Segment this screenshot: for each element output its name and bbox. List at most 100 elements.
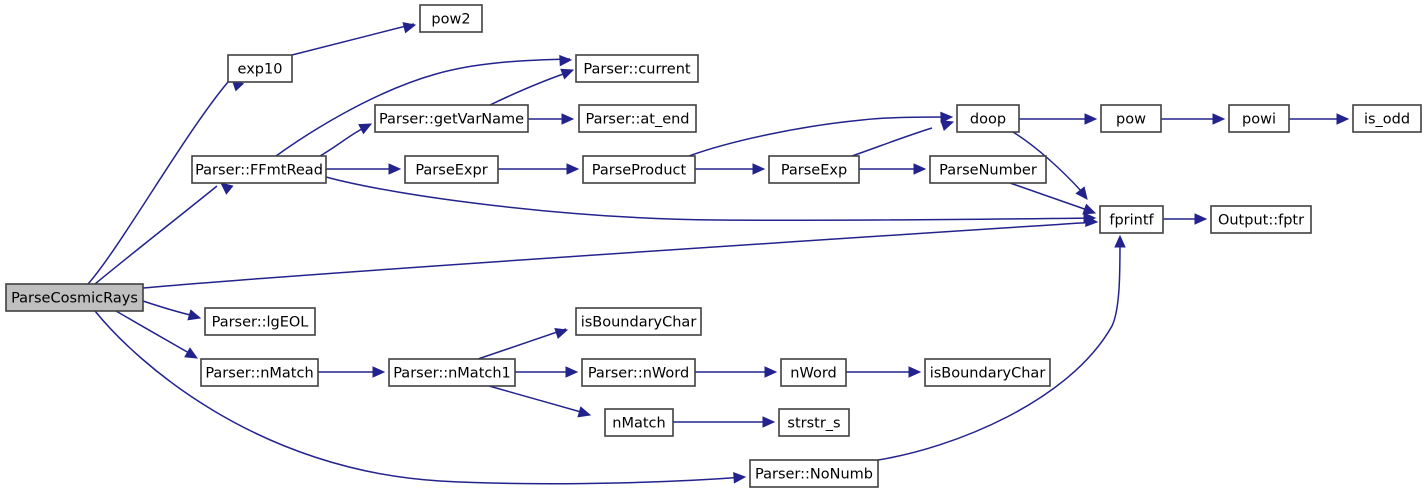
call-edge — [877, 239, 1121, 461]
node-box[interactable] — [191, 155, 327, 184]
node-box[interactable] — [575, 307, 702, 336]
graph-node-powi[interactable]: powi — [1228, 104, 1290, 133]
call-edge — [489, 70, 573, 106]
node-box[interactable] — [200, 358, 319, 387]
graph-node-at_end[interactable]: Parser::at_end — [578, 104, 697, 133]
graph-node-nWordP[interactable]: Parser::nWord — [581, 358, 696, 387]
graph-node-is_odd[interactable]: is_odd — [1352, 104, 1422, 133]
call-edge — [488, 385, 589, 415]
node-box[interactable] — [404, 155, 499, 184]
graph-node-pow[interactable]: pow — [1100, 104, 1162, 133]
node-box[interactable] — [1352, 104, 1422, 133]
arrowhead-icon — [565, 366, 579, 378]
node-box[interactable] — [578, 104, 697, 133]
graph-node-ParseExp[interactable]: ParseExp — [768, 155, 860, 184]
arrowhead-icon — [908, 366, 922, 378]
graph-node-isBoundaryChar1[interactable]: isBoundaryChar — [575, 307, 702, 336]
arrowhead-icon — [402, 22, 417, 34]
graph-node-pow2[interactable]: pow2 — [419, 4, 483, 33]
node-box[interactable] — [419, 4, 483, 33]
node-box[interactable] — [778, 408, 850, 437]
arrowhead-icon — [1212, 113, 1226, 125]
call-edge — [1012, 131, 1083, 193]
graph-node-lgEOL[interactable]: Parser::lgEOL — [204, 307, 316, 336]
graph-node-nMatchP[interactable]: Parser::nMatch — [200, 358, 319, 387]
node-box[interactable] — [604, 408, 674, 437]
node-box[interactable] — [929, 155, 1047, 184]
node-box[interactable] — [581, 358, 696, 387]
node-box[interactable] — [1228, 104, 1290, 133]
call-edge — [291, 23, 415, 56]
arrowhead-icon — [388, 163, 402, 175]
node-box[interactable] — [575, 54, 699, 83]
arrowhead-icon — [554, 328, 569, 340]
graph-node-doop[interactable]: doop — [956, 104, 1020, 133]
node-box[interactable] — [388, 358, 516, 387]
arrowhead-icon — [187, 309, 202, 321]
node-box[interactable] — [768, 155, 860, 184]
arrowhead-icon — [372, 366, 386, 378]
arrowhead-icon — [1075, 186, 1088, 200]
graph-node-strstr_s[interactable]: strstr_s — [778, 408, 850, 437]
node-box[interactable] — [780, 358, 847, 387]
arrowhead-icon — [560, 68, 575, 80]
graph-node-nMatch1[interactable]: Parser::nMatch1 — [388, 358, 516, 387]
graph-node-ParseExpr[interactable]: ParseExpr — [404, 155, 499, 184]
graph-node-getVarName[interactable]: Parser::getVarName — [374, 104, 529, 133]
graph-node-ParseNumber[interactable]: ParseNumber — [929, 155, 1047, 184]
arrowhead-icon — [1114, 234, 1126, 248]
graph-node-exp10[interactable]: exp10 — [227, 54, 293, 83]
node-box[interactable] — [374, 104, 529, 133]
node-box[interactable] — [582, 155, 696, 184]
node-box[interactable] — [5, 283, 144, 312]
arrowhead-icon — [1194, 213, 1208, 225]
call-edge — [851, 127, 933, 157]
arrowhead-icon — [220, 182, 234, 195]
node-box[interactable] — [1100, 104, 1162, 133]
graph-node-FFmtRead[interactable]: Parser::FFmtRead — [191, 155, 327, 184]
arrowhead-icon — [184, 347, 199, 359]
call-edge — [94, 185, 218, 285]
call-edge — [325, 176, 1095, 222]
arrowhead-icon — [577, 406, 592, 418]
arrowhead-icon — [1084, 113, 1098, 125]
call-edge — [142, 221, 1097, 289]
node-box[interactable] — [1099, 205, 1164, 234]
arrowhead-icon — [559, 54, 573, 67]
node-box[interactable] — [749, 459, 879, 488]
edges-layer — [87, 23, 1347, 485]
arrowhead-icon — [762, 416, 776, 428]
call-edge — [87, 81, 229, 285]
graph-node-NoNumb[interactable]: Parser::NoNumb — [749, 459, 879, 488]
arrowhead-icon — [1083, 212, 1097, 224]
call-edge — [688, 116, 952, 157]
call-edge — [1009, 182, 1091, 212]
node-box[interactable] — [204, 307, 316, 336]
node-box[interactable] — [956, 104, 1020, 133]
arrowheads-layer — [184, 22, 1350, 484]
graph-node-ParseProduct[interactable]: ParseProduct — [582, 155, 696, 184]
node-box[interactable] — [227, 54, 293, 83]
graph-node-current[interactable]: Parser::current — [575, 54, 699, 83]
arrowhead-icon — [1336, 113, 1350, 125]
graph-node-nWord[interactable]: nWord — [780, 358, 847, 387]
graph-node-fptr[interactable]: Output::fptr — [1210, 205, 1312, 234]
arrowhead-icon — [752, 163, 766, 175]
arrowhead-icon — [566, 163, 580, 175]
arrowhead-icon — [733, 472, 747, 484]
arrowhead-icon — [913, 163, 927, 175]
node-box[interactable] — [924, 358, 1051, 387]
arrowhead-icon — [358, 123, 373, 135]
arrowhead-icon — [940, 120, 955, 132]
node-box[interactable] — [1210, 205, 1312, 234]
arrowhead-icon — [561, 113, 575, 125]
arrowhead-icon — [1082, 203, 1097, 215]
graph-node-fprintf[interactable]: fprintf — [1099, 205, 1164, 234]
graph-node-isBoundaryChar2[interactable]: isBoundaryChar — [924, 358, 1051, 387]
graph-node-ParseCosmicRays[interactable]: ParseCosmicRays — [5, 283, 144, 312]
graph-node-nMatch[interactable]: nMatch — [604, 408, 674, 437]
call-edge — [275, 58, 571, 157]
